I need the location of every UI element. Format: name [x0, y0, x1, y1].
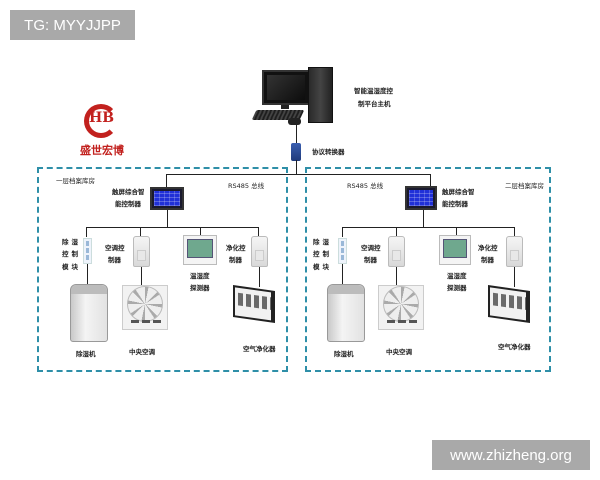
monitor-icon [262, 70, 310, 105]
zone-1-bus-label: RS485 总线 [228, 182, 265, 190]
zone-1-name: 一层档案库房 [56, 177, 95, 185]
zone-2-central-ac-label: 中央空调 [386, 348, 412, 356]
logo-ring-icon [84, 104, 118, 138]
bus-drop [296, 160, 297, 175]
air-purifier-2-icon [488, 285, 530, 323]
zone-2-ac-ctrl-label-1: 空调控 [361, 244, 381, 252]
mouse-icon [288, 118, 301, 125]
zone-1-pur-ctrl-label-2: 制器 [229, 256, 242, 264]
th-sensor-1-icon [183, 235, 217, 265]
zone-2-dehumidifier-label: 除湿机 [334, 350, 354, 358]
zone-2-ac-ctrl-label-2: 制器 [364, 256, 377, 264]
zone-2-controller-label-2: 能控制器 [442, 200, 468, 208]
touchscreen-controller-1-icon [150, 187, 184, 210]
zone-2-th-label-1: 温湿度 [447, 272, 467, 280]
zone-2-th-label-2: 探测器 [447, 284, 467, 292]
zone-floor-1 [37, 167, 288, 372]
touchscreen-controller-2-icon [405, 186, 437, 210]
zone-1-th-label-2: 探测器 [190, 284, 210, 292]
watermark-top-left: TG: MYYJJPP [10, 10, 135, 40]
zone-1-pur-ctrl-label-1: 净化控 [226, 244, 246, 252]
ac-controller-2-icon [388, 236, 405, 267]
dehumidifier-1-icon [70, 284, 108, 342]
zone-1-ac-ctrl-label-2: 制器 [108, 256, 121, 264]
central-ac-2-icon [378, 285, 424, 330]
host-label-1: 智能温湿度控 [354, 87, 393, 95]
zone-2-pur-ctrl-label-1: 净化控 [478, 244, 498, 252]
host-label-2: 制平台主机 [358, 100, 391, 108]
protocol-converter-icon [291, 143, 301, 161]
watermark-bottom-right: www.zhizheng.org [432, 440, 590, 470]
dehum-module-2-icon [338, 238, 347, 264]
pc-tower-icon [308, 67, 333, 123]
zone-2-controller-label-1: 触屏综合智 [442, 188, 475, 196]
zone-1-th-label-1: 温湿度 [190, 272, 210, 280]
central-ac-1-icon [122, 285, 168, 330]
purifier-controller-1-icon [251, 236, 268, 267]
zone-2-device-bus [342, 227, 515, 228]
zone-2-name: 二层档案库房 [505, 182, 544, 190]
zone-2-air-purifier-label: 空气净化器 [498, 343, 531, 351]
ac-controller-1-icon [133, 236, 150, 267]
dehumidifier-2-icon [327, 284, 365, 342]
zone-2-dehum-module-label: 除湿控制模块 [313, 238, 332, 271]
zone-2-pur-ctrl-label-2: 制器 [481, 256, 494, 264]
zone-1-controller-label-2: 能控制器 [115, 200, 141, 208]
cable-host [296, 122, 297, 144]
zone-1-air-purifier-label: 空气净化器 [243, 345, 276, 353]
rs485-bus-main [166, 174, 431, 175]
zone-1-dehumidifier-label: 除湿机 [76, 350, 96, 358]
zone-1-ac-ctrl-label-1: 空调控 [105, 244, 125, 252]
logo-mark: HB [89, 110, 115, 126]
zone-1-controller-label-1: 触屏综合智 [112, 188, 145, 196]
air-purifier-1-icon [233, 285, 275, 323]
zone-1-device-bus [86, 227, 259, 228]
zone-2-bus-label: RS485 总线 [347, 182, 384, 190]
th-sensor-2-icon [439, 235, 471, 265]
zone-1-central-ac-label: 中央空调 [129, 348, 155, 356]
dehum-module-1-icon [83, 238, 92, 264]
zone-1-dehum-module-label: 除湿控制模块 [62, 238, 81, 271]
zone-floor-2 [305, 167, 551, 372]
converter-label: 协议转换器 [312, 148, 345, 156]
purifier-controller-2-icon [506, 236, 523, 267]
logo-text: 盛世宏博 [80, 144, 124, 157]
